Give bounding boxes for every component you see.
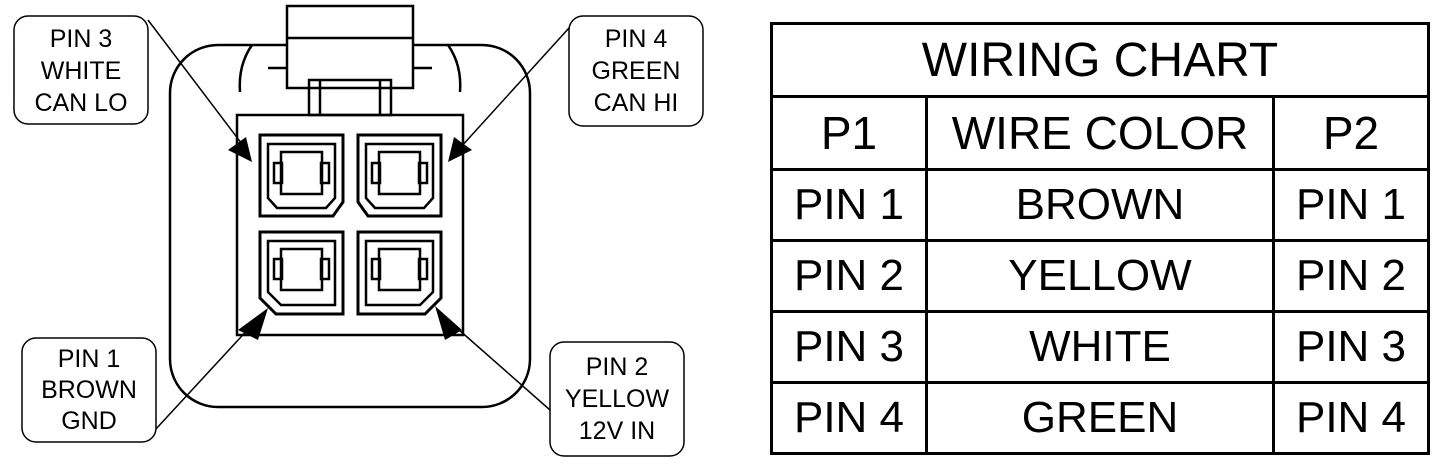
- callout-pin2-line2: YELLOW: [565, 385, 670, 413]
- leader-pin1: [154, 308, 268, 431]
- table-title-row: WIRING CHART: [770, 22, 1430, 98]
- cell-p1: PIN 2: [770, 239, 928, 313]
- cell-wire-color: BROWN: [925, 168, 1275, 242]
- callout-pin2-line3: 12V IN: [579, 417, 655, 445]
- cell-p1: PIN 4: [770, 381, 928, 455]
- cell-p2: PIN 4: [1272, 381, 1430, 455]
- callout-pin2-line1: PIN 2: [586, 353, 649, 381]
- header-wire-color: WIRE COLOR: [925, 95, 1275, 171]
- cell-p1: PIN 1: [770, 168, 928, 242]
- cell-wire-color: YELLOW: [925, 239, 1275, 313]
- leader-pin2: [435, 306, 551, 411]
- callout-pin4-line2: GREEN: [592, 57, 681, 85]
- callout-pin3-line2: WHITE: [41, 57, 122, 85]
- leader-pin4: [448, 27, 570, 162]
- header-p1: P1: [770, 95, 928, 171]
- connector-diagram: PIN 3 WHITE CAN LO PIN 4 GREEN CAN HI PI…: [13, 4, 704, 457]
- cell-p2: PIN 1: [1272, 168, 1430, 242]
- callout-pin4-line1: PIN 4: [605, 25, 668, 53]
- wiring-chart-table: WIRING CHART P1 WIRE COLOR P2 PIN 1 BROW…: [770, 22, 1430, 455]
- leader-pin3: [147, 19, 252, 162]
- callout-pin1-line1: PIN 1: [58, 345, 121, 373]
- wiring-chart-title: WIRING CHART: [770, 22, 1430, 98]
- callout-pin2: PIN 2 YELLOW 12V IN: [549, 341, 685, 457]
- cell-p1: PIN 3: [770, 310, 928, 384]
- table-row: PIN 4 GREEN PIN 4: [770, 381, 1430, 455]
- connector-housing: [168, 4, 532, 409]
- pin-cavity-2: [356, 230, 443, 316]
- callout-pin1: PIN 1 BROWN GND: [21, 337, 157, 443]
- callout-pin3: PIN 3 WHITE CAN LO: [13, 15, 149, 125]
- cell-p2: PIN 2: [1272, 239, 1430, 313]
- table-header-row: P1 WIRE COLOR P2: [770, 95, 1430, 171]
- callout-pin3-line3: CAN LO: [34, 89, 127, 117]
- table-row: PIN 3 WHITE PIN 3: [770, 310, 1430, 384]
- pin-cavity-4: [356, 133, 443, 218]
- callout-pin4: PIN 4 GREEN CAN HI: [568, 15, 704, 127]
- header-p2: P2: [1272, 95, 1430, 171]
- callout-pin1-line3: GND: [61, 407, 117, 435]
- callout-pin4-line3: CAN HI: [594, 89, 679, 117]
- cell-p2: PIN 3: [1272, 310, 1430, 384]
- table-row: PIN 2 YELLOW PIN 2: [770, 239, 1430, 313]
- pin-cavity-1: [258, 230, 345, 316]
- table-row: PIN 1 BROWN PIN 1: [770, 168, 1430, 242]
- cell-wire-color: WHITE: [925, 310, 1275, 384]
- callout-pin1-line2: BROWN: [41, 376, 137, 404]
- cell-wire-color: GREEN: [925, 381, 1275, 455]
- callout-pin3-line1: PIN 3: [50, 25, 113, 53]
- pin-cavity-3: [258, 133, 345, 218]
